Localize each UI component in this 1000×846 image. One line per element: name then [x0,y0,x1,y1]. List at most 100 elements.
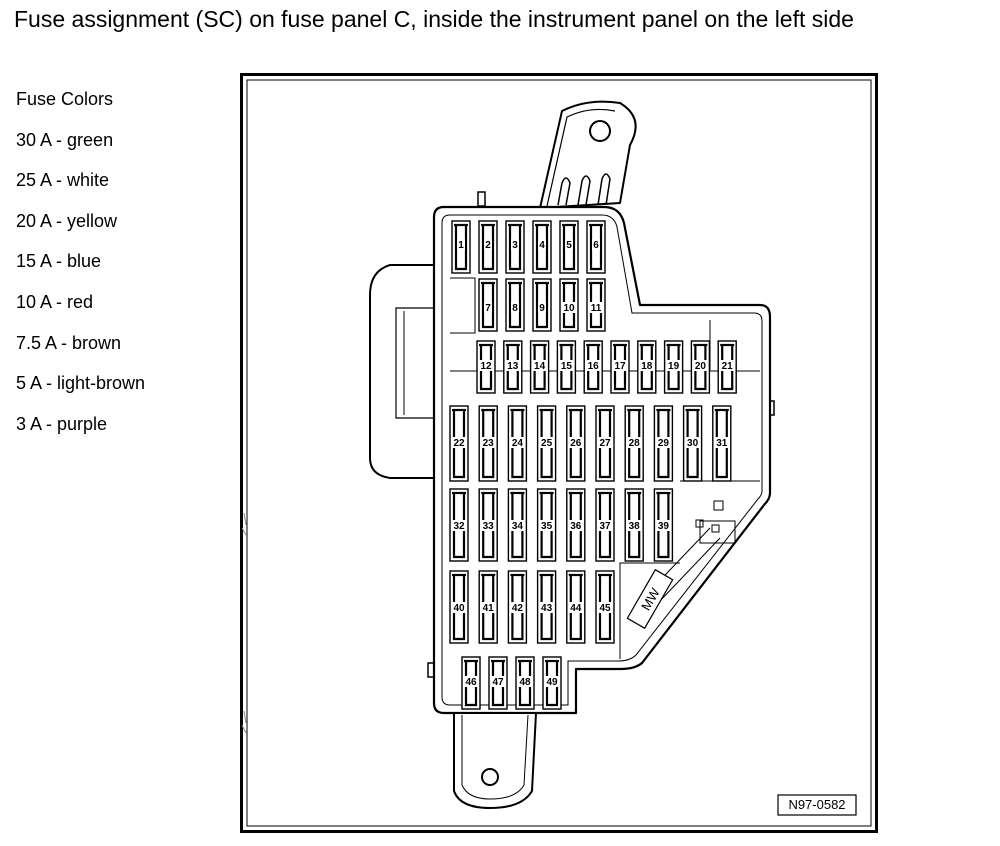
fuse-label: 31 [716,438,728,449]
fuse-slot-40: 40 [449,570,469,644]
fuse-label: 15 [561,361,573,372]
fuse-slot-2: 2 [478,220,498,274]
fuse-slot-24: 24 [507,405,528,482]
fuse-label: 16 [588,361,600,372]
fuse-label: 2 [485,240,491,251]
fuse-slot-43: 43 [536,570,557,644]
fuse-slot-4: 4 [532,220,552,274]
fuse-label: 41 [483,603,495,614]
fuse-label: 35 [541,521,553,532]
page-title: Fuse assignment (SC) on fuse panel C, in… [14,6,854,32]
reference-code-box [777,794,857,816]
edge-marks [241,512,247,734]
fuse-slot-29: 29 [653,405,674,482]
fuse-label: 3 [512,240,518,251]
fuse-color-legend: Fuse Colors 30 A - green 25 A - white 20… [16,86,145,451]
legend-item-7-5a: 7.5 A - brown [16,332,122,353]
fuse-slot-34: 34 [507,488,528,562]
fuse-label: 14 [534,361,546,372]
fuse-slot-11: 11 [586,278,606,332]
fuse-label: 9 [539,303,545,314]
fuse-slot-6: 6 [586,220,606,274]
fuse-label: 5 [566,240,572,251]
fuse-slot-35: 35 [536,488,557,562]
fuse-slot-10: 10 [559,278,579,332]
fuse-slot-49: 49 [542,656,562,710]
mounting-tab-top [539,100,637,209]
fuse-slot-15: 15 [556,340,577,394]
fuse-label: 29 [658,438,670,449]
fuse-slot-46: 46 [461,656,481,710]
fuse-slot-18: 18 [637,340,657,394]
fuse-slot-22: 22 [449,405,469,482]
fuse-label: 19 [668,361,680,372]
fuse-slot-9: 9 [532,278,552,332]
legend-item-20a: 20 A - yellow [16,210,118,231]
mounting-tab-bottom [453,712,537,809]
fuse-label: 28 [629,438,641,449]
fuse-label: 42 [512,603,524,614]
fuse-label: 25 [541,438,553,449]
legend-item-5a: 5 A - light-brown [16,373,146,394]
fuse-label: 13 [507,361,519,372]
fuse-label: 18 [641,361,653,372]
fuse-slot-28: 28 [624,405,644,482]
fuse-label: 10 [563,303,575,314]
fuse-label: 47 [492,677,504,688]
mounting-hole-bottom [481,768,499,786]
fuse-slot-8: 8 [505,278,525,332]
fuse-slot-5: 5 [559,220,579,274]
fuse-slot-26: 26 [566,405,586,482]
fuse-slot-39: 39 [653,488,674,562]
fuse-slot-33: 33 [478,488,498,562]
fuse-label: 23 [483,438,495,449]
fuse-slot-30: 30 [682,405,703,482]
fuse-label: 1 [458,240,464,251]
fuse-slot-36: 36 [566,488,586,562]
fuse-label: 39 [658,521,670,532]
fuse-slot-37: 37 [595,488,615,562]
fuse-label: 21 [722,361,734,372]
fuse-slot-16: 16 [583,340,603,394]
fuse-slot-7: 7 [478,278,498,332]
fuse-slot-41: 41 [478,570,498,644]
legend-heading: Fuse Colors [16,89,114,109]
fuse-slot-23: 23 [478,405,498,482]
fuse-label: 45 [599,603,611,614]
fuse-slot-19: 19 [663,340,684,394]
mounting-peg-top [477,191,486,207]
fuse-label: 20 [695,361,707,372]
fuse-label: 22 [453,438,465,449]
fuse-label: 48 [519,677,531,688]
fuse-slot-27: 27 [595,405,615,482]
fuse-slot-12: 12 [476,340,496,394]
fuse-slot-20: 20 [690,340,711,394]
fuse-slot-31: 31 [712,405,732,482]
figure-frame-inner [246,79,872,827]
fuse-slot-32: 32 [449,488,469,562]
fuse-slot-21: 21 [717,340,737,394]
fuse-label: 11 [591,303,602,314]
fuse-label: 33 [483,521,495,532]
fuse-label: 46 [465,677,477,688]
fuse-label: 49 [546,677,558,688]
fuse-panel-housing-inner [441,214,763,706]
fuse-label: 12 [480,361,492,372]
mounting-hole-top [589,120,611,142]
legend-item-15a: 15 A - blue [16,251,102,272]
fuse-label: 6 [593,240,599,251]
fuse-slot-3: 3 [505,220,525,274]
fuse-label: 7 [485,303,491,314]
fuse-slot-42: 42 [507,570,528,644]
reference-code: N97-0582 [788,797,846,812]
fuse-label: 38 [629,521,641,532]
legend-item-30a: 30 A - green [16,129,114,150]
fuse-slot-25: 25 [536,405,557,482]
fuse-slot-38: 38 [624,488,644,562]
latch-hooks [557,173,611,206]
fuse-label: 34 [512,521,524,532]
legend-item-3a: 3 A - purple [16,413,108,434]
fuse-slot-45: 45 [595,570,615,644]
fuse-label: 36 [570,521,582,532]
